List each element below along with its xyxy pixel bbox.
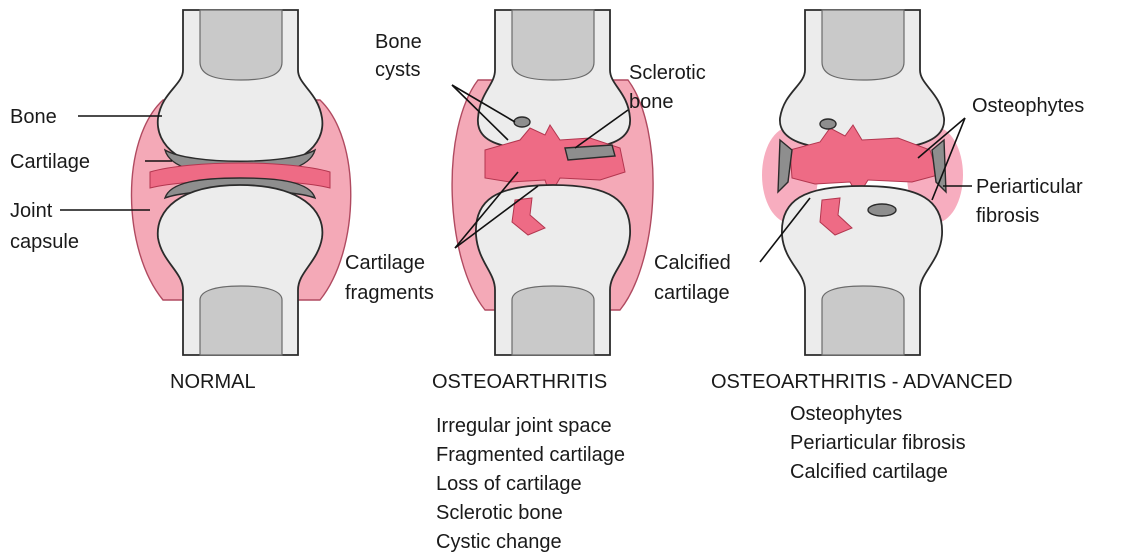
adv-upper-marrow xyxy=(822,10,904,80)
advanced-oa-joint xyxy=(762,10,963,355)
calcified-cartilage-label-line1: Calcified xyxy=(654,252,731,274)
oa-finding-5: Cystic change xyxy=(436,531,562,553)
calcified-cartilage-label-line2: cartilage xyxy=(654,282,730,304)
joint-capsule-label-line2: capsule xyxy=(10,231,79,253)
normal-caption: NORMAL xyxy=(170,371,256,393)
advanced-caption: OSTEOARTHRITIS - ADVANCED xyxy=(711,371,1013,393)
osteoarthritis-caption: OSTEOARTHRITIS xyxy=(432,371,607,393)
cartilage-fragments-label-line1: Cartilage xyxy=(345,252,425,274)
oa-bone-cyst-1 xyxy=(514,117,530,127)
osteoarthritis-joint xyxy=(452,10,653,355)
oa-finding-1: Irregular joint space xyxy=(436,415,612,437)
adv-bone-cyst xyxy=(820,119,836,129)
bone-label: Bone xyxy=(10,106,57,128)
periarticular-fibrosis-label-line2: fibrosis xyxy=(976,205,1039,227)
oa-finding-3: Loss of cartilage xyxy=(436,473,582,495)
sclerotic-bone-label-line2: bone xyxy=(629,91,674,113)
normal-lower-marrow xyxy=(200,286,282,355)
oa-finding-4: Sclerotic bone xyxy=(436,502,563,524)
bone-cysts-label-line1: Bone xyxy=(375,31,422,53)
advanced-finding-1: Osteophytes xyxy=(790,403,902,425)
cartilage-label: Cartilage xyxy=(10,151,90,173)
osteoarthritis-findings-list: Irregular joint space Fragmented cartila… xyxy=(436,415,625,553)
bone-cysts-label-line2: cysts xyxy=(375,59,421,81)
adv-lower-cyst xyxy=(868,204,896,216)
sclerotic-bone-label-line1: Sclerotic xyxy=(629,62,706,84)
adv-lower-marrow xyxy=(822,286,904,355)
oa-upper-marrow xyxy=(512,10,594,80)
normal-joint xyxy=(131,10,350,355)
joint-capsule-label-line1: Joint xyxy=(10,200,53,222)
oa-lower-marrow xyxy=(512,286,594,355)
cartilage-fragments-label-line2: fragments xyxy=(345,282,434,304)
oa-finding-2: Fragmented cartilage xyxy=(436,444,625,466)
normal-upper-marrow xyxy=(200,10,282,80)
periarticular-fibrosis-label-line1: Periarticular xyxy=(976,176,1083,198)
advanced-finding-3: Calcified cartilage xyxy=(790,461,948,483)
advanced-finding-2: Periarticular fibrosis xyxy=(790,432,966,454)
osteophytes-label: Osteophytes xyxy=(972,95,1084,117)
advanced-findings-list: Osteophytes Periarticular fibrosis Calci… xyxy=(790,403,966,483)
